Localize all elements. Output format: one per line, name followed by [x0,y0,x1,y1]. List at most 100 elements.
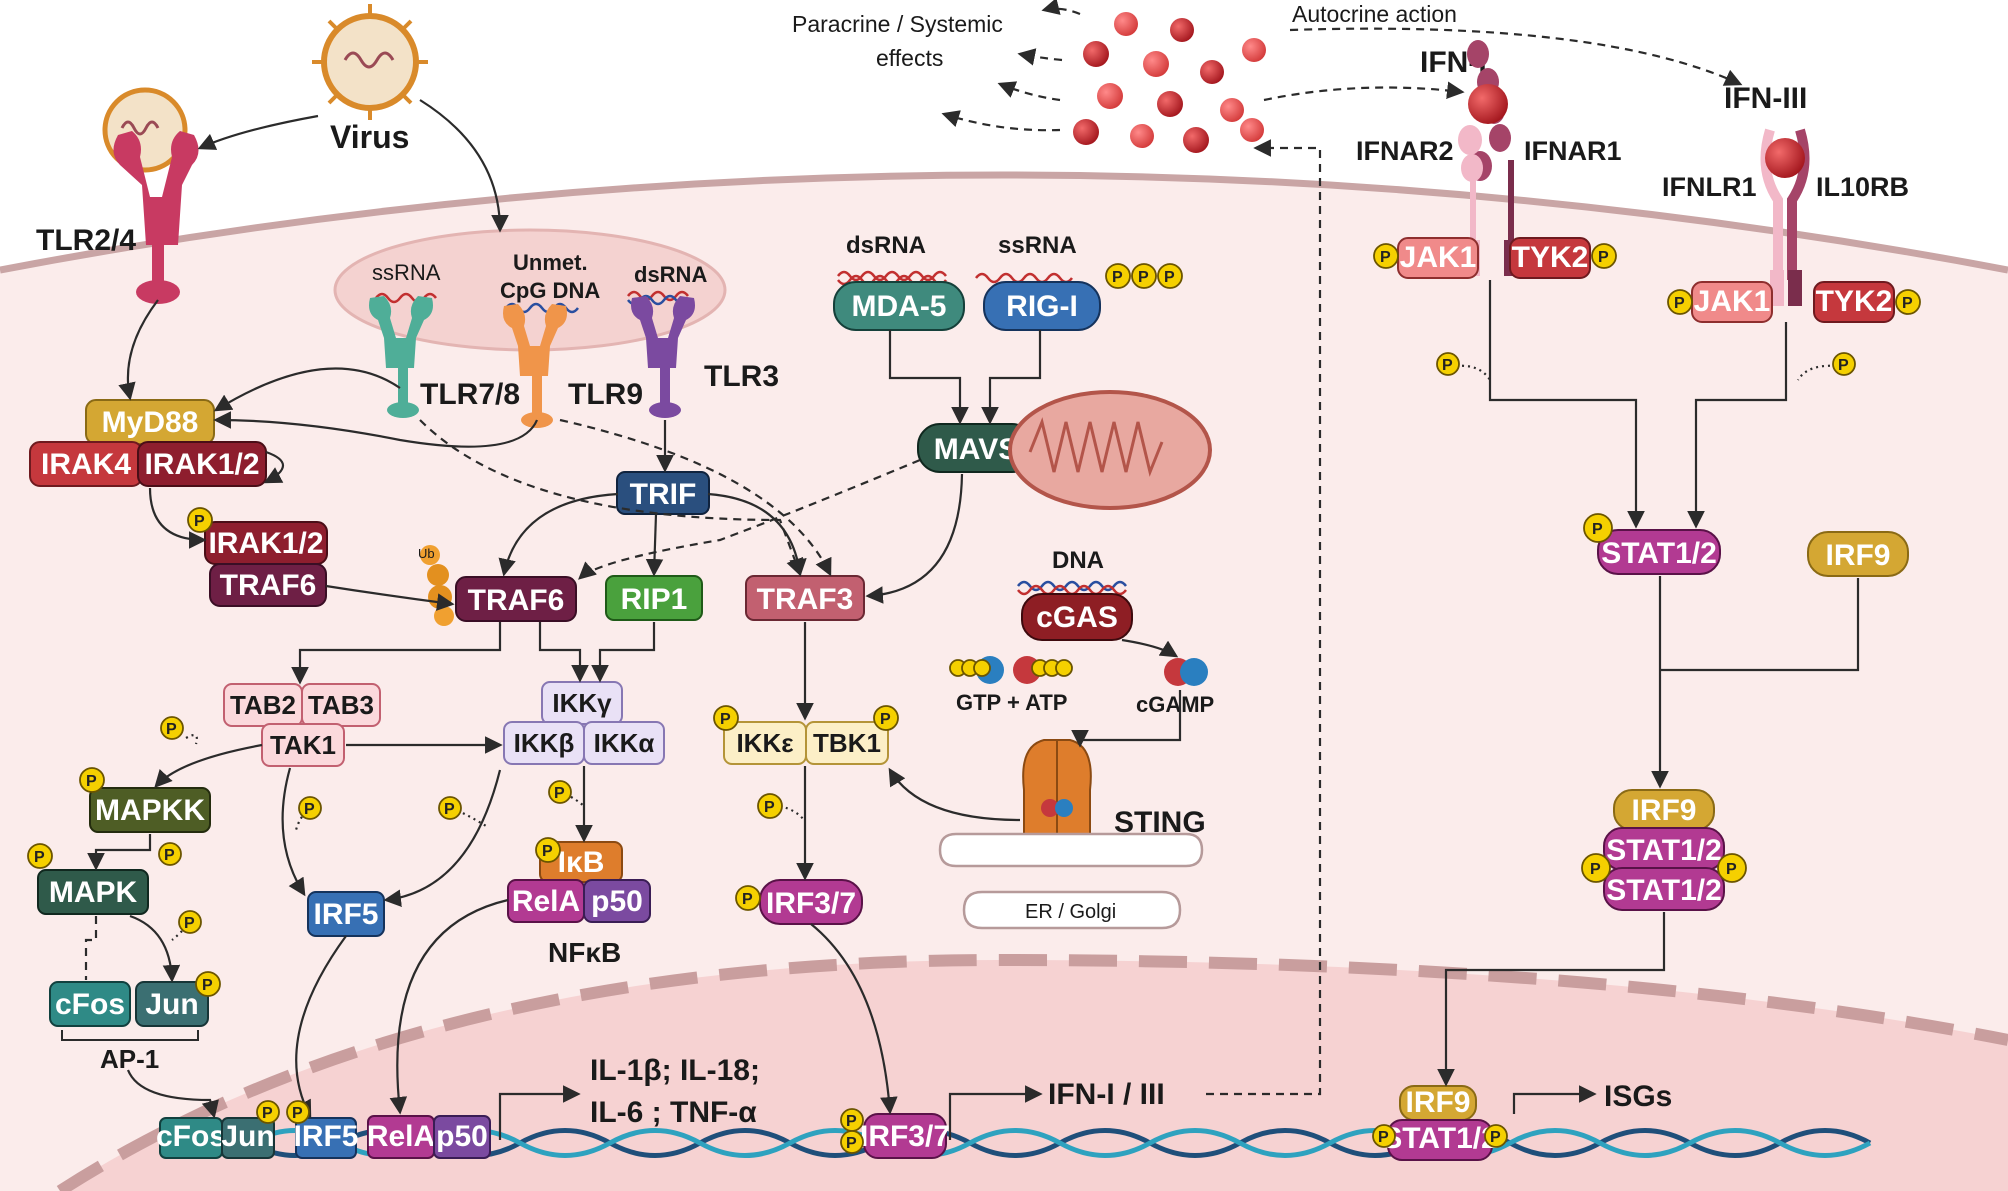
nuc-irf5-box [295,1117,357,1159]
nfkb-label: NFκB [548,937,621,968]
svg-text:P: P [202,977,213,994]
gtp-atp-label: GTP + ATP [956,690,1067,715]
svg-text:P: P [1138,269,1149,286]
mda5-box [833,281,965,331]
cytoplasm [0,175,2008,1191]
svg-text:P: P [304,801,315,818]
traf6-a-text: TRAF6 [220,569,317,602]
svg-text:P: P [554,785,565,802]
svg-text:P: P [444,801,455,818]
rigi-box [983,281,1101,331]
svg-text:P: P [542,843,553,860]
ikka-box [583,721,665,765]
myd88-text: MyD88 [102,406,199,439]
cgas-text: cGAS [1036,601,1118,634]
il10rb-label: IL10RB [1816,172,1909,202]
ifn3-ligand [1765,138,1805,178]
mitochondrion [1008,390,1212,510]
svg-text:P: P [194,513,205,530]
svg-text:P: P [34,849,45,866]
mapk-text: MAPK [49,876,138,909]
svg-text:P: P [1598,249,1609,266]
virus-particle: Virus [312,4,428,155]
ifnlr-receptor [1760,128,1810,306]
virus-label: Virus [330,119,409,155]
svg-text:P: P [1490,1129,1501,1146]
jak1-text-ifnar: JAK1 [1400,241,1477,274]
cpg-label-line2: CpG DNA [500,278,600,303]
ifn3-label: IFN-III [1724,82,1807,115]
nuc-p50-box [433,1115,491,1159]
nuc-irf9-text: IRF9 [1405,1086,1470,1119]
ifnar2-label: IFNAR2 [1356,136,1454,166]
tyk2-box-ifnar [1509,237,1591,279]
nuc-cfos-text: cFos [156,1120,226,1153]
nuc-rela-text: RelA [367,1120,435,1153]
ifnlr1-label: IFNLR1 [1662,172,1757,202]
ikkb-text: IKKβ [514,728,575,758]
svg-text:P: P [262,1105,273,1122]
tyk2-text-ifnlr: TYK2 [1816,285,1893,318]
gtp-atp-molecules [949,656,1073,684]
tab2-text: TAB2 [230,690,296,720]
p50-text: p50 [591,885,643,918]
p50-box [583,879,651,923]
nuc-irf5-text: IRF5 [293,1120,358,1153]
ikb-text: IκB [558,846,605,879]
cgamp-molecule [1164,658,1208,686]
tlr78-label: TLR7/8 [420,378,520,411]
ap1-label: AP-1 [100,1044,159,1074]
svg-text:P: P [720,711,731,728]
cfos-text: cFos [55,988,125,1021]
ifn-molecules [1073,12,1266,153]
cgas-box [1021,593,1133,641]
rela-text: RelA [512,885,580,918]
ikka-text: IKKα [594,728,655,758]
tyk2-text-ifnar: TYK2 [1512,241,1589,274]
irf9-box [1807,531,1909,577]
tab3-text: TAB3 [308,690,374,720]
traf6-box [455,576,577,622]
mapkk-text: MAPKK [95,794,205,827]
mavs-text: MAVS [934,433,1018,466]
svg-text:P: P [184,915,195,932]
pathway-arrows [84,0,1860,1140]
svg-text:P: P [1442,357,1453,374]
svg-text:P: P [1838,357,1849,374]
autocrine-label: Autocrine action [1292,1,1457,27]
svg-text:P: P [1726,861,1737,878]
er-golgi-label: ER / Golgi [1025,901,1116,923]
ikke-text: IKKε [736,728,793,758]
tlr3-label: TLR3 [704,360,779,393]
svg-text:P: P [742,891,753,908]
ssrna-strand [375,292,437,304]
svg-text:P: P [1164,269,1175,286]
tlr24-label: TLR2/4 [36,224,136,257]
mapkk-box [89,787,211,833]
cyto-ssrna-label: ssRNA [998,232,1077,259]
svg-text:P: P [1674,295,1685,312]
sting-dimer [1022,739,1092,842]
svg-text:P: P [166,721,177,738]
irak12-box [137,441,267,487]
irak4-text: IRAK4 [41,448,131,481]
rigi-triphosphate: P P P [1105,263,1183,289]
tlr9-label: TLR9 [568,378,643,411]
irak12-b-text: IRAK1/2 [208,527,323,560]
svg-text:P: P [1592,521,1603,538]
ikkg-text: IKKγ [552,688,612,718]
dsrna-strand [627,290,689,302]
ifn-output-label: IFN-I / III [1048,1078,1165,1111]
tbk1-box [805,721,889,765]
irak12-traf6-box-b [209,563,327,607]
tak1-text: TAK1 [270,730,336,760]
nuc-jun-box [221,1117,275,1159]
cgas-dna-label: DNA [1052,547,1104,574]
plasma-membrane [0,171,2008,274]
rip1-text: RIP1 [621,583,688,616]
svg-text:P: P [846,1113,857,1130]
endosome-ssrna-label: ssRNA [372,260,441,285]
stat12-text: STAT1/2 [1601,537,1717,570]
nuc-irf37-box [863,1113,947,1159]
